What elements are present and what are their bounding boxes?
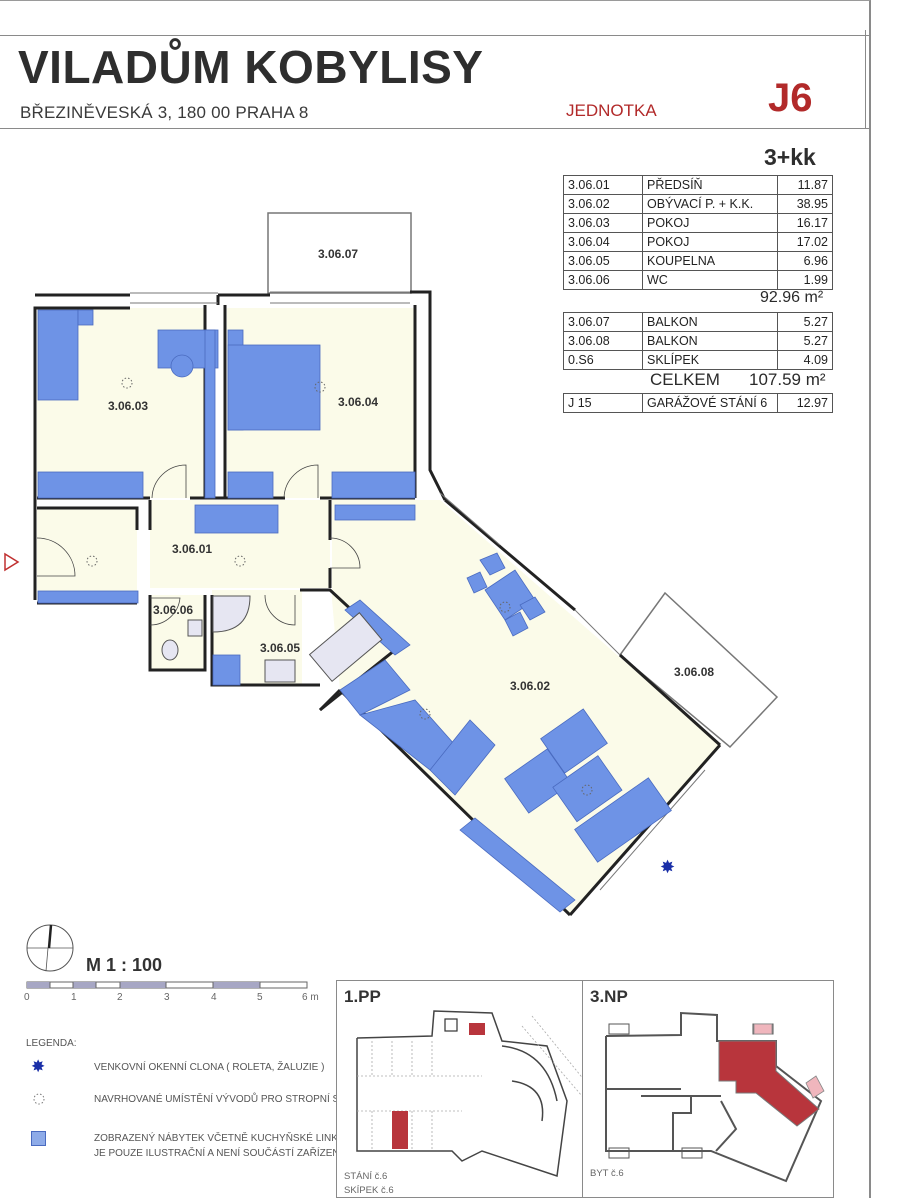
room-code: 3.06.06 xyxy=(563,270,643,290)
room-name: PŘEDSÍŇ xyxy=(642,175,778,195)
room-code: 3.06.05 xyxy=(563,251,643,271)
header-top-divider xyxy=(0,35,871,36)
room-code: 3.06.07 xyxy=(563,312,643,332)
total-value: 107.59 m² xyxy=(749,370,826,389)
apartment-highlight xyxy=(718,1040,820,1127)
scale-tick: 1 xyxy=(71,992,77,1003)
legend-text-blinds: VENKOVNÍ OKENNÍ CLONA ( ROLETA, ŽALUZIE … xyxy=(94,1062,325,1073)
garage-code: J 15 xyxy=(563,393,643,413)
inset-caption-cellar: SKÍPEK č.6 xyxy=(344,1185,394,1196)
layout-type: 3+kk xyxy=(764,144,816,170)
room-code: 3.06.01 xyxy=(563,175,643,195)
inset-title: 1.PP xyxy=(344,987,381,1006)
blind-star-icon: ✸ xyxy=(660,857,675,878)
windows xyxy=(130,291,706,891)
balcony-3.06.07 xyxy=(267,212,412,294)
room-area: 11.87 xyxy=(777,175,833,195)
project-address: BŘEZINĚVESKÁ 3, 180 00 PRAHA 8 xyxy=(20,103,309,122)
north-arrow-icon xyxy=(26,924,74,972)
balcony-3.06.08 xyxy=(618,591,779,749)
ceiling-light-outlet-icon xyxy=(33,1093,45,1105)
cellar-highlight xyxy=(469,1023,485,1035)
furniture-square-icon xyxy=(31,1131,46,1146)
unit-label: JEDNOTKA xyxy=(566,101,657,120)
room-area: 38.95 xyxy=(777,194,833,214)
garage-name: GARÁŽOVÉ STÁNÍ 6 xyxy=(642,393,778,413)
room-area: 5.27 xyxy=(777,331,833,351)
room-area: 16.17 xyxy=(777,213,833,233)
inset-caption-apartment: BYT č.6 xyxy=(590,1168,624,1179)
parking-space-highlight xyxy=(392,1111,408,1149)
inset-title: 3.NP xyxy=(590,987,628,1006)
inset-caption-parking: STÁNÍ č.6 xyxy=(344,1171,388,1182)
scale-bar xyxy=(26,981,308,989)
room-label-3.06.02: 3.06.02 xyxy=(510,679,550,693)
room-label-3.06.07: 3.06.07 xyxy=(318,247,358,261)
page-frame xyxy=(0,0,871,1198)
room-name: KOUPELNA xyxy=(642,251,778,271)
room-name: POKOJ xyxy=(642,213,778,233)
header-right-box xyxy=(865,30,866,128)
room-area: 17.02 xyxy=(777,232,833,252)
basement-plan xyxy=(356,1010,585,1177)
legend-text-lights: NAVRHOVANÉ UMÍSTĚNÍ VÝVODŮ PRO STROPNÍ S… xyxy=(94,1094,378,1105)
legend-text-furniture-2: JE POUZE ILUSTRAČNÍ A NENÍ SOUČÁSTÍ ZAŘÍ… xyxy=(94,1148,375,1159)
blind-star-icon: ✸ xyxy=(31,1057,46,1077)
room-area: 1.99 xyxy=(777,270,833,290)
scale-label: M 1 : 100 xyxy=(86,955,163,975)
room-area: 4.09 xyxy=(777,350,833,370)
scale-tick: 6 m xyxy=(302,992,319,1003)
legend-heading: LEGENDA: xyxy=(26,1038,77,1049)
room-code: 3.06.04 xyxy=(563,232,643,252)
scale-tick: 2 xyxy=(117,992,123,1003)
scale-tick: 0 xyxy=(24,992,30,1003)
scale-tick: 4 xyxy=(211,992,217,1003)
unit-code: J6 xyxy=(768,76,813,120)
room-label-3.06.05: 3.06.05 xyxy=(260,641,300,655)
floor-plan: ✸ 3.06.03 3.06.04 3.06.07 3.06.01 3.06.0… xyxy=(4,212,779,917)
room-code: 0.S6 xyxy=(563,350,643,370)
ceiling-light-outlets xyxy=(86,377,593,796)
room-label-3.06.01: 3.06.01 xyxy=(172,542,212,556)
room-label-3.06.08: 3.06.08 xyxy=(674,665,714,679)
garage-area: 12.97 xyxy=(777,393,833,413)
inset-basement: 1.PP STÁNÍ č.6 SKÍPEK č.6 xyxy=(336,980,585,1198)
balcony-highlight xyxy=(753,1023,773,1035)
scale-tick: 3 xyxy=(164,992,170,1003)
room-label-3.06.04: 3.06.04 xyxy=(338,395,378,409)
room-code: 3.06.08 xyxy=(563,331,643,351)
entrance-arrow-icon xyxy=(4,552,20,572)
inset-third-floor: 3.NP BYT č.6 xyxy=(582,980,834,1198)
room-area: 6.96 xyxy=(777,251,833,271)
third-floor-plan xyxy=(605,1011,825,1183)
room-label-3.06.06: 3.06.06 xyxy=(153,603,193,617)
balcony-highlight xyxy=(805,1075,825,1099)
project-title: VILADŮM KOBYLISY xyxy=(18,41,484,93)
legend-text-furniture-1: ZOBRAZENÝ NÁBYTEK VČETNĚ KUCHYŇSKÉ LINKY xyxy=(94,1133,345,1144)
room-name: WC xyxy=(642,270,778,290)
header-bottom-divider xyxy=(0,128,871,129)
room-area: 5.27 xyxy=(777,312,833,332)
room-label-3.06.03: 3.06.03 xyxy=(108,399,148,413)
door-swings xyxy=(36,464,361,626)
scale-tick: 5 xyxy=(257,992,263,1003)
bathroom-fixtures xyxy=(161,595,383,683)
furniture xyxy=(37,309,672,913)
subtotal-area: 92.96 m² xyxy=(760,289,824,306)
total-label: CELKEM xyxy=(650,370,720,389)
